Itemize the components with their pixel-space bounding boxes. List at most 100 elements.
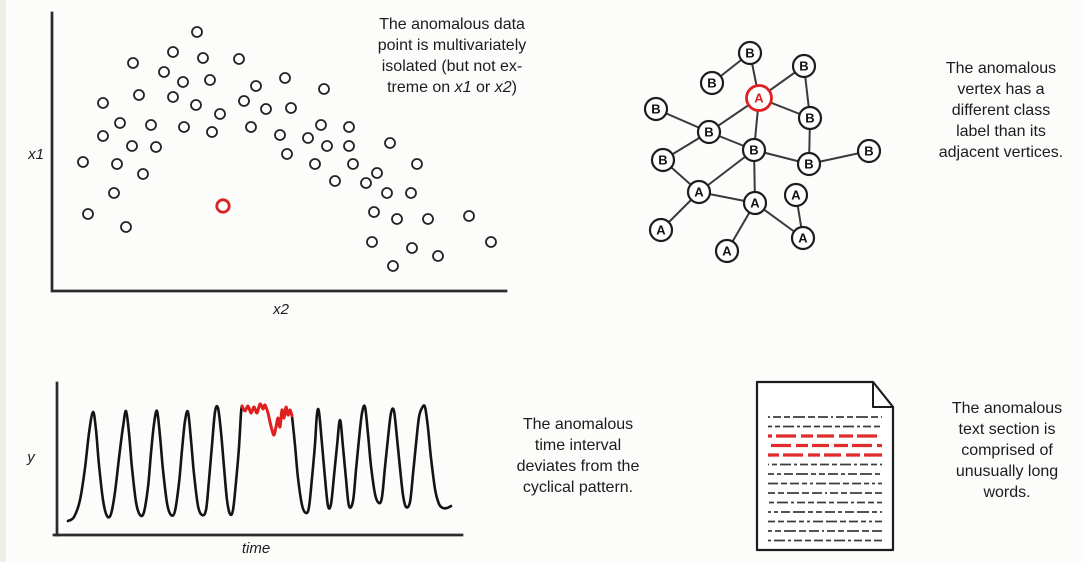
vertex-label: B: [707, 76, 716, 91]
scatter-points: [77, 26, 497, 272]
caption-line: The anomalous: [951, 400, 1063, 417]
scatter-point: [279, 72, 291, 84]
vertex-node: [650, 147, 676, 173]
scatter-point: [158, 66, 170, 78]
scatter-point: [197, 52, 209, 64]
scatter-point: [485, 236, 497, 248]
vertex-label: B: [658, 153, 667, 168]
scatter-point: [137, 168, 149, 180]
timeseries-xlabel: time: [242, 540, 270, 557]
vertex-label: A: [656, 223, 666, 238]
italic-variable: x2: [494, 79, 512, 96]
scatter-plot: x1 x2: [27, 11, 508, 318]
vertex-label: B: [651, 102, 660, 117]
scatter-point: [250, 80, 262, 92]
caption-text: treme on: [387, 79, 455, 96]
vertex-label: B: [805, 111, 814, 126]
scatter-point: [120, 221, 132, 233]
caption-line: text section is: [958, 421, 1056, 438]
timeseries-curve: [290, 404, 453, 515]
scatter-point: [238, 95, 250, 107]
scatter-point: [177, 76, 189, 88]
caption-scatter-anomaly: The anomalous data point is multivariatel…: [352, 14, 552, 98]
vertex-label: B: [864, 144, 873, 159]
document-fold-corner: [872, 381, 894, 408]
scatter-point: [318, 83, 330, 95]
scatter-point: [343, 140, 355, 152]
left-edge-strip: [0, 0, 6, 562]
scatter-point: [191, 26, 203, 38]
vertex-node: [737, 40, 763, 66]
scatter-ylabel: x1: [27, 146, 44, 163]
vertex-label: B: [804, 157, 813, 172]
vertex-label: B: [745, 46, 754, 61]
caption-line: words.: [983, 484, 1031, 501]
scatter-point: [111, 158, 123, 170]
scatter-point: [371, 167, 383, 179]
vertex-node: [856, 138, 882, 164]
caption-line: The anomalous: [945, 60, 1057, 77]
caption-line: isolated (but not ex-: [381, 58, 523, 75]
scatter-point: [384, 137, 396, 149]
document-icon: [755, 380, 895, 552]
document-text-lines: [768, 416, 882, 542]
vertex-label: A: [798, 231, 808, 246]
caption-line: point is multivariately: [377, 37, 527, 54]
caption-line: vertex has a: [957, 81, 1045, 98]
caption-line: The anomalous data: [379, 16, 525, 33]
scatter-point: [411, 158, 423, 170]
scatter-point: [463, 210, 475, 222]
timeseries-ylabel: y: [26, 449, 36, 466]
scatter-point: [302, 132, 314, 144]
vertex-label: B: [704, 125, 713, 140]
vertex-node: [797, 105, 823, 131]
scatter-point: [274, 129, 286, 141]
scatter-point: [315, 119, 327, 131]
caption-line: treme on x1 or x2): [352, 77, 552, 98]
scatter-point: [190, 99, 202, 111]
vertex-node: [791, 53, 817, 79]
scatter-point: [214, 108, 226, 120]
scatter-point: [167, 91, 179, 103]
time-series-plot: y time: [26, 381, 464, 557]
timeseries-curve: [66, 404, 244, 523]
scatter-point: [260, 103, 272, 115]
italic-variable: x1: [454, 79, 472, 96]
anomalous-vertex-node: [745, 84, 773, 112]
scatter-point: [133, 89, 145, 101]
vertex-node: [796, 151, 822, 177]
scatter-point: [167, 46, 179, 58]
document-page: [755, 380, 895, 552]
scatter-point: [387, 260, 399, 272]
vertex-label: A: [791, 188, 801, 203]
vertex-node: [648, 217, 674, 243]
scatter-axes: [50, 11, 508, 293]
timeseries-curves: [66, 402, 453, 523]
caption-line: unusually long: [955, 463, 1059, 480]
scatter-point: [368, 206, 380, 218]
scatter-point: [145, 119, 157, 131]
scatter-point: [381, 187, 393, 199]
caption-line: label than its: [956, 123, 1046, 140]
anomalous-vertex-label: A: [754, 91, 764, 106]
vertex-node: [696, 119, 722, 145]
vertex-node: [741, 137, 767, 163]
scatter-point: [366, 236, 378, 248]
vertex-label: B: [749, 143, 758, 158]
vertex-label: A: [750, 196, 760, 211]
vertex-label: A: [722, 244, 732, 259]
scatter-point: [360, 177, 372, 189]
vertex-node: [790, 225, 816, 251]
scatter-point: [422, 213, 434, 225]
scatter-point: [233, 53, 245, 65]
scatter-point: [309, 158, 321, 170]
anomalous-interval-curve: [240, 402, 294, 437]
anomalous-scatter-point: [215, 198, 231, 214]
scatter-point: [97, 97, 109, 109]
